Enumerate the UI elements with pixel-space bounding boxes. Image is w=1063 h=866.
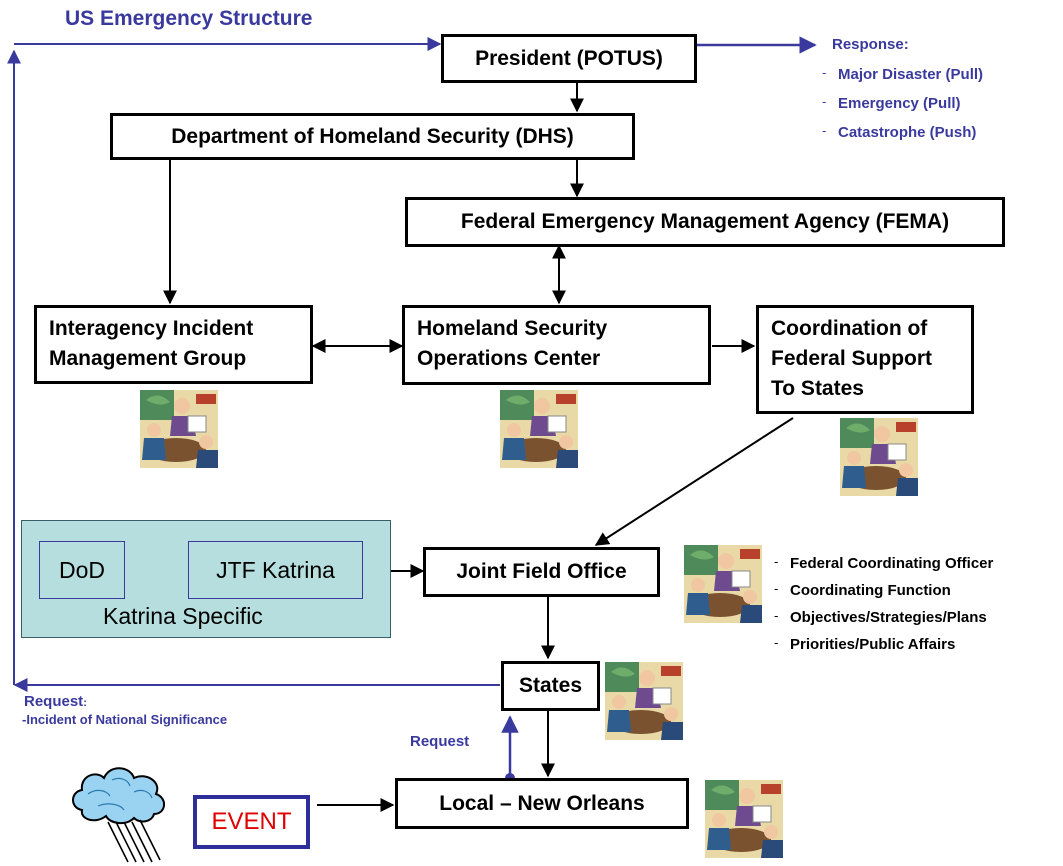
request-up-label: Request	[410, 733, 470, 750]
request-left-bullet: -	[22, 712, 27, 727]
storm-cloud-icon	[72, 767, 165, 863]
node-hsoc-line2: Operations Center	[417, 347, 601, 370]
request-left-heading: Request:	[24, 693, 87, 710]
response-list: Major Disaster (Pull) Emergency (Pull) C…	[822, 58, 983, 147]
jfo-function-item: Federal Coordinating Officer	[774, 548, 993, 577]
request-left-item-text: Incident of National Significance	[26, 712, 228, 727]
meeting-clipart-icon	[840, 418, 918, 496]
node-coordination-line3: To States	[771, 377, 864, 400]
jfo-function-item: Coordinating Function	[774, 575, 993, 604]
node-coordination: Coordination of Federal Support To State…	[756, 305, 974, 414]
node-iimg: Interagency Incident Management Group	[34, 305, 313, 384]
jfo-function-item: Priorities/Public Affairs	[774, 629, 993, 658]
node-dhs: Department of Homeland Security (DHS)	[110, 113, 635, 160]
node-president: President (POTUS)	[441, 34, 697, 83]
event-box: EVENT	[193, 795, 310, 849]
node-iimg-line2: Management Group	[49, 347, 247, 370]
meeting-clipart-icon	[684, 545, 762, 623]
node-jtf-katrina: JTF Katrina	[188, 541, 363, 599]
meeting-clipart-icon	[705, 780, 783, 858]
page-title: US Emergency Structure	[65, 7, 313, 30]
meeting-clipart-icon	[140, 390, 218, 468]
node-states: States	[501, 661, 600, 711]
jfo-function-item: Objectives/Strategies/Plans	[774, 602, 993, 631]
response-item: Emergency (Pull)	[822, 87, 983, 118]
meeting-clipart-icon	[605, 662, 683, 740]
node-coordination-line1: Coordination of	[771, 317, 928, 340]
request-left-label: Request	[24, 693, 84, 710]
node-fema: Federal Emergency Management Agency (FEM…	[405, 197, 1005, 247]
request-left-colon: :	[83, 697, 87, 709]
node-coordination-line2: Federal Support	[771, 347, 933, 370]
node-jfo: Joint Field Office	[423, 547, 660, 597]
response-item: Major Disaster (Pull)	[822, 58, 983, 89]
meeting-clipart-icon	[500, 390, 578, 468]
request-left-item: -Incident of National Significance	[22, 712, 227, 727]
node-hsoc-line1: Homeland Security	[417, 317, 608, 340]
node-dod: DoD	[39, 541, 125, 599]
node-hsoc: Homeland Security Operations Center	[402, 305, 711, 385]
node-iimg-line1: Interagency Incident	[49, 317, 254, 340]
response-heading: Response:	[832, 36, 909, 53]
response-item: Catastrophe (Push)	[822, 116, 983, 147]
arrow-coord-jfo	[594, 417, 794, 546]
jfo-functions-list: Federal Coordinating Officer Coordinatin…	[774, 548, 993, 658]
katrina-caption: Katrina Specific	[103, 603, 263, 629]
node-local: Local – New Orleans	[395, 778, 689, 829]
